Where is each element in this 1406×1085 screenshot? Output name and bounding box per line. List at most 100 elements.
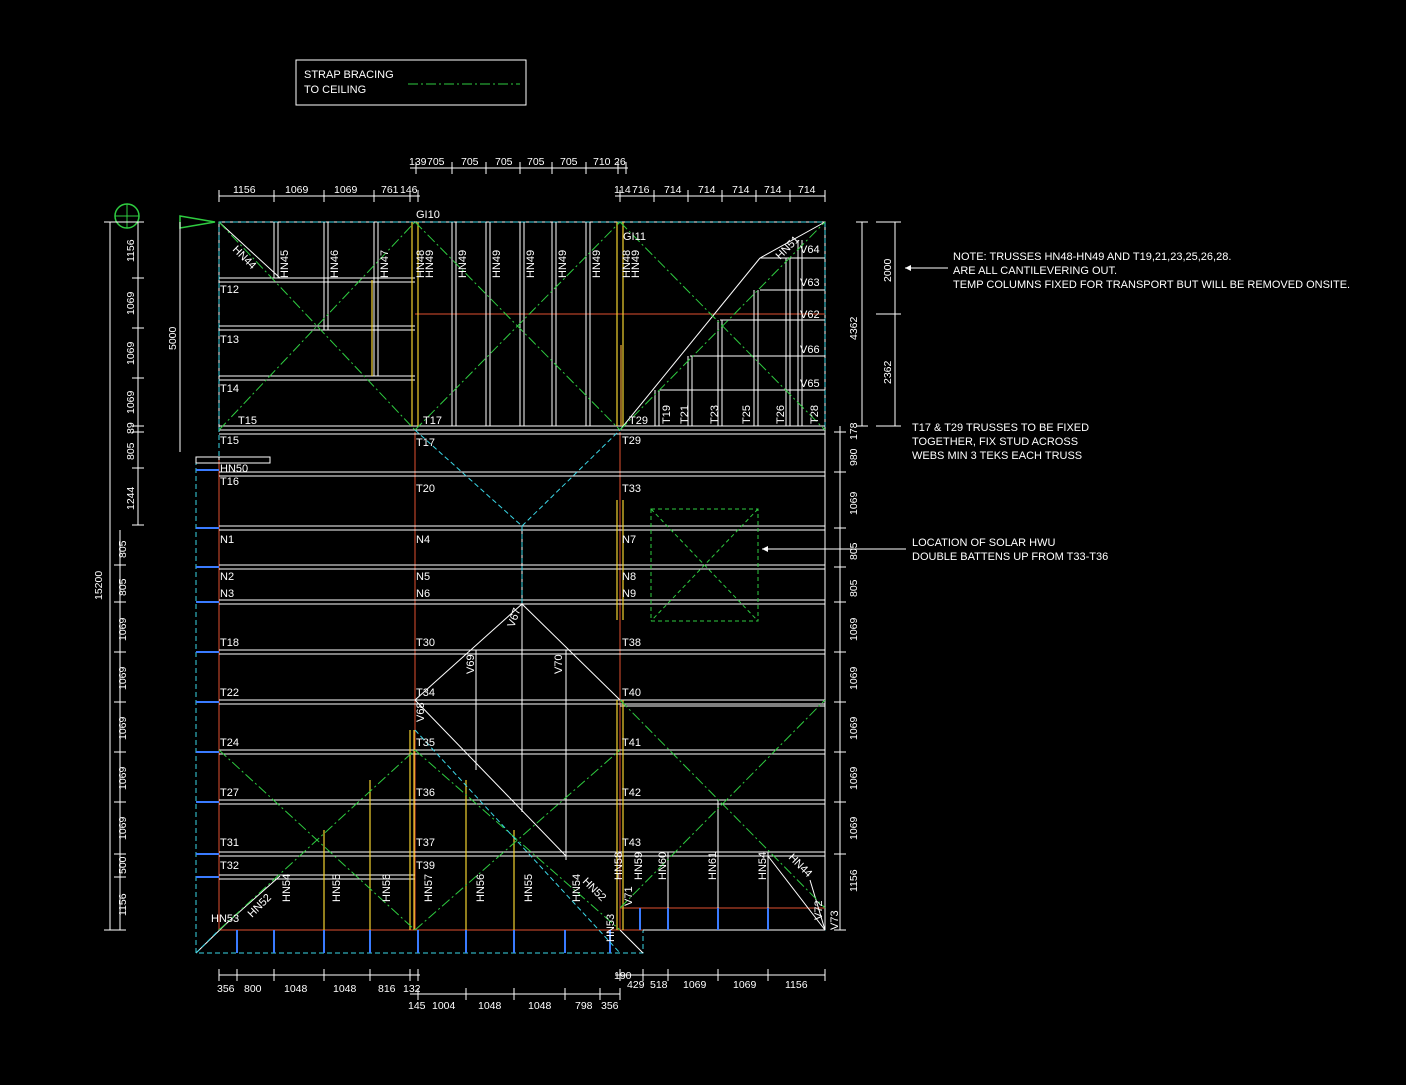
svg-text:1069: 1069 — [334, 184, 358, 196]
svg-text:705: 705 — [495, 156, 513, 168]
svg-text:T13: T13 — [220, 334, 239, 346]
svg-text:T43: T43 — [622, 837, 641, 849]
svg-text:26: 26 — [614, 156, 626, 168]
solar-hwu-location — [650, 508, 759, 622]
svg-text:V65: V65 — [800, 378, 820, 390]
svg-text:1156: 1156 — [233, 184, 256, 196]
svg-text:HN49: HN49 — [557, 250, 569, 278]
svg-text:714: 714 — [798, 184, 816, 196]
svg-text:146: 146 — [400, 184, 418, 196]
svg-text:15200: 15200 — [93, 571, 105, 600]
svg-text:HN53: HN53 — [211, 913, 239, 925]
svg-text:816: 816 — [378, 983, 396, 995]
svg-text:T34: T34 — [416, 687, 435, 699]
dimension-text: 139 705 705 705 705 705 710 26 1156 1069… — [93, 156, 894, 1012]
svg-text:705: 705 — [427, 156, 445, 168]
svg-text:T40: T40 — [622, 687, 641, 699]
svg-text:T27: T27 — [220, 787, 239, 799]
building-outline — [195, 221, 826, 954]
svg-text:980: 980 — [848, 448, 860, 466]
svg-text:HN49: HN49 — [457, 250, 469, 278]
svg-text:114: 114 — [614, 184, 631, 196]
svg-text:356: 356 — [217, 983, 235, 995]
svg-text:1069: 1069 — [848, 617, 860, 641]
svg-text:798: 798 — [575, 1000, 593, 1012]
svg-text:805: 805 — [125, 442, 137, 460]
svg-text:HN45: HN45 — [279, 250, 291, 278]
svg-text:V63: V63 — [800, 277, 820, 289]
svg-text:705: 705 — [560, 156, 578, 168]
svg-text:805: 805 — [117, 578, 129, 596]
svg-text:89: 89 — [125, 422, 137, 434]
svg-text:HN58: HN58 — [613, 852, 625, 880]
svg-text:T32: T32 — [220, 860, 239, 872]
svg-text:1069: 1069 — [125, 390, 137, 414]
svg-text:705: 705 — [527, 156, 545, 168]
svg-text:T26: T26 — [775, 405, 787, 424]
svg-text:T24: T24 — [220, 737, 239, 749]
svg-text:1156: 1156 — [117, 893, 129, 916]
svg-text:T16: T16 — [220, 476, 239, 488]
svg-text:T15: T15 — [220, 435, 239, 447]
svg-text:HN49: HN49 — [630, 250, 642, 278]
svg-text:500: 500 — [117, 856, 129, 874]
svg-text:716: 716 — [632, 184, 650, 196]
note-cantilever: NOTE: TRUSSES HN48-HN49 AND T19,21,23,25… — [905, 251, 1350, 291]
svg-text:T19: T19 — [661, 405, 673, 424]
svg-text:T20: T20 — [416, 483, 435, 495]
svg-text:HN52: HN52 — [246, 892, 274, 920]
svg-text:HN49: HN49 — [424, 250, 436, 278]
svg-text:N5: N5 — [416, 571, 430, 583]
svg-text:HN55: HN55 — [331, 874, 343, 902]
svg-text:805: 805 — [848, 579, 860, 597]
svg-text:2000: 2000 — [882, 258, 894, 282]
svg-text:T21: T21 — [679, 405, 691, 424]
svg-text:1048: 1048 — [478, 1000, 502, 1012]
svg-text:1004: 1004 — [432, 1000, 456, 1012]
svg-text:HN50: HN50 — [220, 463, 248, 475]
svg-text:761: 761 — [381, 184, 399, 196]
svg-text:TOGETHER, FIX STUD ACROSS: TOGETHER, FIX STUD ACROSS — [912, 436, 1078, 448]
svg-text:2362: 2362 — [882, 360, 894, 384]
svg-text:T33: T33 — [622, 483, 641, 495]
svg-text:DOUBLE BATTENS UP FROM T33-T36: DOUBLE BATTENS UP FROM T33-T36 — [912, 551, 1108, 563]
svg-text:HN53: HN53 — [605, 914, 617, 942]
svg-text:T25: T25 — [741, 405, 753, 424]
svg-text:1048: 1048 — [284, 983, 308, 995]
svg-text:714: 714 — [732, 184, 750, 196]
svg-text:705: 705 — [461, 156, 479, 168]
svg-text:HN54: HN54 — [757, 852, 769, 880]
svg-text:HN55: HN55 — [523, 874, 535, 902]
svg-text:T30: T30 — [416, 637, 435, 649]
svg-text:V67: V67 — [506, 607, 524, 630]
svg-text:T17: T17 — [416, 437, 435, 449]
svg-text:T17 & T29 TRUSSES TO BE FIXED: T17 & T29 TRUSSES TO BE FIXED — [912, 422, 1089, 434]
bearer-marks — [196, 469, 769, 953]
svg-text:T31: T31 — [220, 837, 239, 849]
svg-text:1069: 1069 — [117, 766, 129, 790]
gi10-label: GI10 — [416, 209, 440, 221]
svg-text:HN59: HN59 — [633, 852, 645, 880]
svg-text:HN48: HN48 — [415, 250, 427, 278]
svg-text:HN54: HN54 — [281, 874, 293, 902]
svg-text:HN49: HN49 — [591, 250, 603, 278]
svg-text:N9: N9 — [622, 588, 636, 600]
svg-text:710: 710 — [593, 156, 611, 168]
svg-text:T15: T15 — [238, 415, 257, 427]
svg-text:T39: T39 — [416, 860, 435, 872]
svg-text:N7: N7 — [622, 534, 636, 546]
orientation-symbol — [114, 203, 216, 229]
svg-text:T29: T29 — [622, 435, 641, 447]
svg-text:HN54: HN54 — [571, 874, 583, 902]
svg-text:LOCATION OF SOLAR HWU: LOCATION OF SOLAR HWU — [912, 537, 1055, 549]
svg-text:N4: N4 — [416, 534, 430, 546]
svg-text:518: 518 — [650, 979, 668, 991]
svg-text:1069: 1069 — [733, 979, 757, 991]
svg-text:1069: 1069 — [848, 716, 860, 740]
svg-text:TEMP COLUMNS FIXED FOR TRANSPO: TEMP COLUMNS FIXED FOR TRANSPORT BUT WIL… — [953, 279, 1350, 291]
svg-text:V70: V70 — [553, 654, 565, 674]
svg-text:N3: N3 — [220, 588, 234, 600]
svg-text:1069: 1069 — [125, 291, 137, 315]
svg-text:1048: 1048 — [528, 1000, 552, 1012]
